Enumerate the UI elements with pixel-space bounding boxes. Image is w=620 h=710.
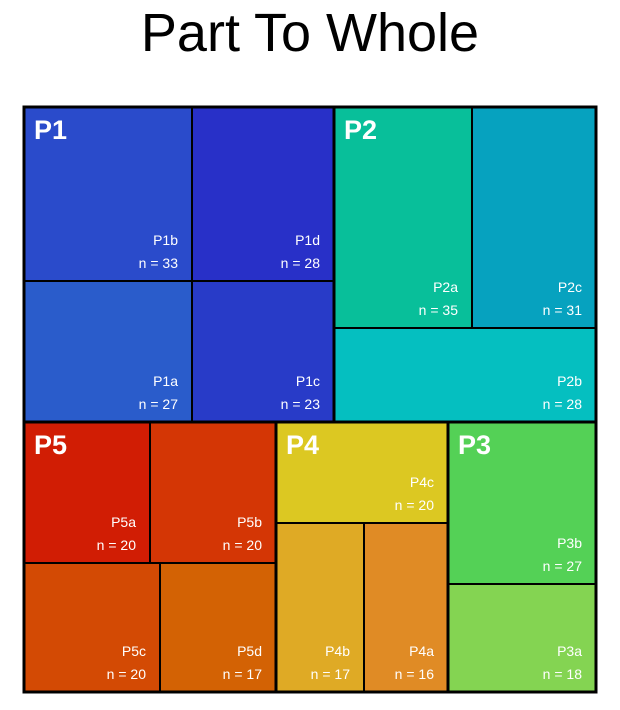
cell-label-p5d: P5d <box>237 643 262 659</box>
group-label-p5: P5 <box>34 430 67 460</box>
cell-p1a <box>23 280 193 423</box>
group-p5: P5a n = 20 P5b n = 20 P5c n = 20 P5d n = 17 P5 <box>22 420 278 694</box>
cell-label-p1d: P1d <box>295 232 320 248</box>
cell-value-p2a: n = 35 <box>419 302 459 318</box>
cell-value-p1d: n = 28 <box>281 255 321 271</box>
cell-label-p2a: P2a <box>433 279 458 295</box>
cell-p2a <box>333 106 473 329</box>
cell-label-p2b: P2b <box>557 373 582 389</box>
cell-value-p2c: n = 31 <box>543 302 583 318</box>
cell-p5b <box>149 421 277 564</box>
cell-value-p3b: n = 27 <box>543 558 583 574</box>
cell-value-p5a: n = 20 <box>97 537 137 553</box>
group-label-p2: P2 <box>344 115 377 145</box>
group-p2: P2a n = 35 P2c n = 31 P2b n = 28 P2 <box>332 105 598 424</box>
cell-value-p1c: n = 23 <box>281 396 321 412</box>
cell-label-p5a: P5a <box>111 514 136 530</box>
cell-label-p5c: P5c <box>122 643 146 659</box>
cell-p5c <box>23 562 161 693</box>
group-p1: P1b n = 33 P1d n = 28 P1a n = 27 P1c n = 23 P1 <box>22 105 336 424</box>
cell-label-p2c: P2c <box>558 279 582 295</box>
cell-value-p2b: n = 28 <box>543 396 583 412</box>
group-p4: P4c n = 20 P4b n = 17 P4a n = 16 P4 <box>274 420 450 694</box>
cell-label-p3a: P3a <box>557 643 582 659</box>
cell-label-p5b: P5b <box>237 514 262 530</box>
cell-value-p5b: n = 20 <box>223 537 263 553</box>
group-label-p1: P1 <box>34 115 67 145</box>
cell-p5a <box>23 421 151 564</box>
group-p3: P3b n = 27 P3a n = 18 P3 <box>446 420 598 694</box>
cell-p4c <box>275 421 449 524</box>
treemap-outer-border <box>22 105 598 694</box>
cell-value-p4c: n = 20 <box>395 497 435 513</box>
cell-label-p1c: P1c <box>296 373 320 389</box>
cell-value-p4b: n = 17 <box>311 666 351 682</box>
cell-value-p5c: n = 20 <box>107 666 147 682</box>
cell-p5d <box>159 562 277 693</box>
group-label-p4: P4 <box>286 430 319 460</box>
group-label-p3: P3 <box>458 430 491 460</box>
cell-value-p1b: n = 33 <box>139 255 179 271</box>
cell-value-p3a: n = 18 <box>543 666 583 682</box>
cell-value-p5d: n = 17 <box>223 666 263 682</box>
chart-title: Part To Whole <box>140 3 480 63</box>
cell-label-p3b: P3b <box>557 535 582 551</box>
cell-value-p4a: n = 16 <box>395 666 435 682</box>
cell-label-p4a: P4a <box>409 643 434 659</box>
cell-value-p1a: n = 27 <box>139 396 179 412</box>
cell-label-p4b: P4b <box>325 643 350 659</box>
cell-p1b <box>23 106 193 282</box>
cell-label-p1a: P1a <box>153 373 178 389</box>
cell-label-p1b: P1b <box>153 232 178 248</box>
cell-p4a <box>363 522 449 693</box>
cell-label-p4c: P4c <box>410 474 434 490</box>
cell-p4b <box>275 522 365 693</box>
